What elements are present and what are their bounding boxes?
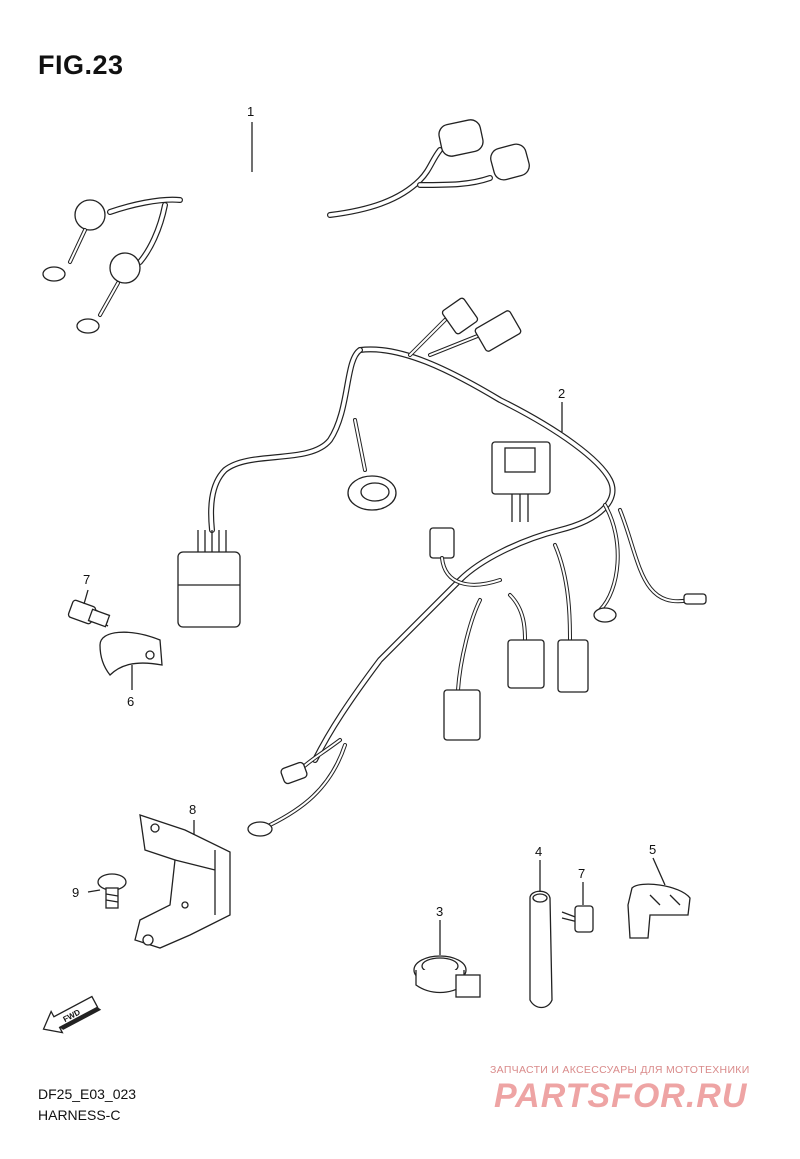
- part-1-coiled-harness[interactable]: [42, 118, 532, 334]
- part-8-bracket[interactable]: [134, 814, 231, 949]
- callout-2: 2: [558, 386, 565, 401]
- fwd-arrow-icon: FWD: [42, 995, 102, 1034]
- watermark-tagline: ЗАПЧАСТИ И АКСЕССУАРЫ ДЛЯ МОТОТЕХНИКИ: [490, 1064, 750, 1076]
- callout-8: 8: [189, 802, 196, 817]
- callout-5: 5: [649, 842, 656, 857]
- part-6-clamp[interactable]: [99, 631, 163, 676]
- watermark-logo: PARTSFOR.RU: [494, 1077, 748, 1114]
- part-4-strap[interactable]: [529, 890, 553, 1009]
- callout-9: 9: [72, 885, 79, 900]
- callout-7-right: 7: [578, 866, 585, 881]
- callout-4: 4: [535, 844, 542, 859]
- callout-6: 6: [127, 694, 134, 709]
- part-5-holder[interactable]: [627, 883, 691, 939]
- svg-text:PARTSFOR.RU: PARTSFOR.RU: [494, 1077, 748, 1114]
- figure-name: HARNESS-C: [38, 1107, 121, 1123]
- part-3-clip[interactable]: [413, 955, 481, 998]
- figure-code: DF25_E03_023: [38, 1086, 137, 1102]
- part-7-bolt-left[interactable]: [67, 599, 111, 628]
- callout-7-left: 7: [83, 572, 90, 587]
- callout-1: 1: [247, 104, 254, 119]
- part-9-screw[interactable]: [97, 873, 127, 909]
- callout-3: 3: [436, 904, 443, 919]
- part-7-bolt-right[interactable]: [561, 905, 594, 933]
- figure-title: FIG.23: [38, 50, 124, 80]
- part-2-main-harness[interactable]: [177, 297, 707, 837]
- callout-leaders: [83, 122, 666, 955]
